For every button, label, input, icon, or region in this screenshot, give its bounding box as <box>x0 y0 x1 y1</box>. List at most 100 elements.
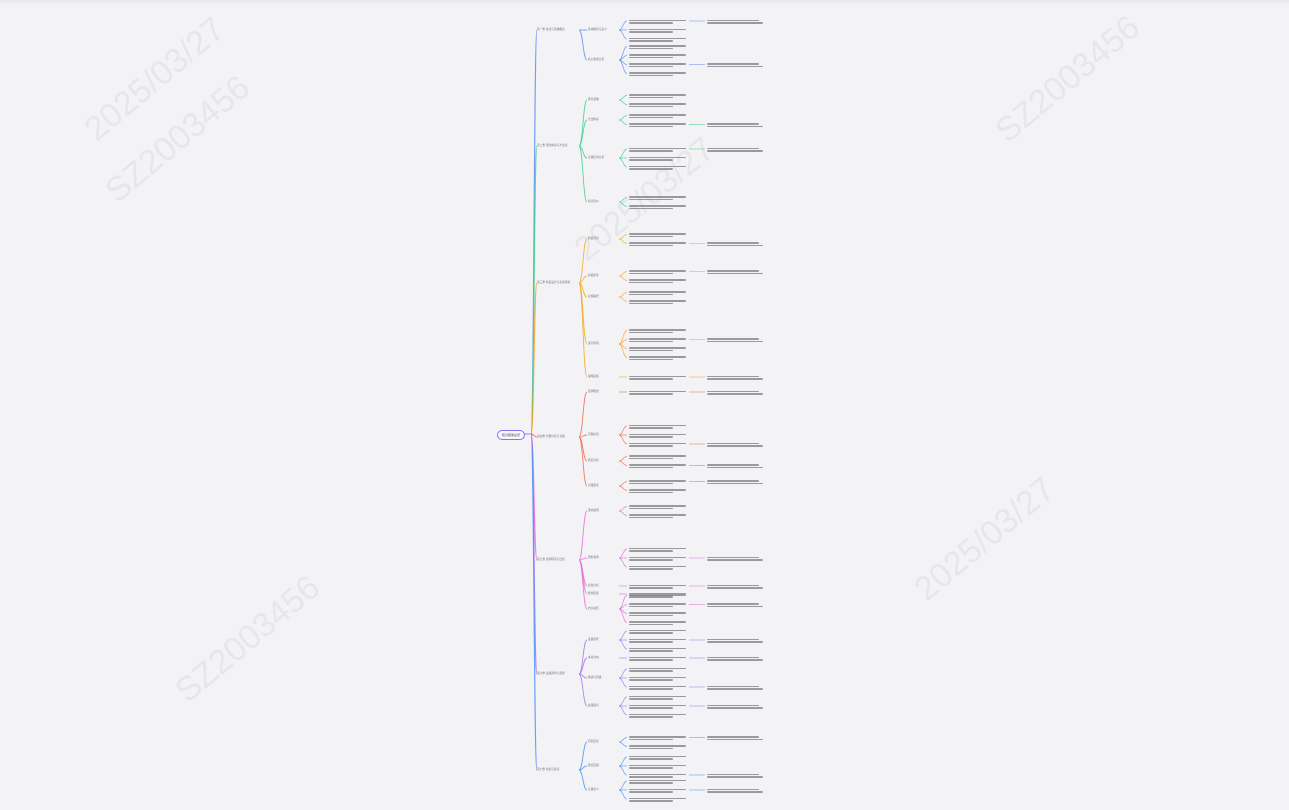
sub-branch-node[interactable]: 研究结论 <box>588 740 618 743</box>
detail-node[interactable] <box>707 685 767 691</box>
leaf-node[interactable] <box>629 565 687 571</box>
root-node[interactable]: 知识框架总览 <box>497 430 525 440</box>
detail-node[interactable] <box>707 63 767 69</box>
leaf-node[interactable] <box>629 375 687 381</box>
leaf-node[interactable] <box>629 594 687 600</box>
sub-branch-node[interactable]: 综合评价 <box>588 200 618 203</box>
leaf-node[interactable] <box>629 433 687 439</box>
sub-branch-node[interactable]: 实施路径 <box>588 295 618 298</box>
leaf-node[interactable] <box>629 685 687 691</box>
leaf-node[interactable] <box>629 480 687 486</box>
leaf-node[interactable] <box>629 329 687 335</box>
leaf-node[interactable] <box>629 647 687 653</box>
leaf-node[interactable] <box>629 347 687 353</box>
branch-node[interactable]: 第七章 总结与结论 <box>537 768 581 771</box>
leaf-node[interactable] <box>629 242 687 248</box>
branch-node[interactable]: 第六章 发展趋势与展望 <box>537 672 581 675</box>
leaf-node[interactable] <box>629 656 687 662</box>
branch-node[interactable]: 第一章 总论与基础概念 <box>537 28 581 31</box>
detail-node[interactable] <box>707 19 767 25</box>
leaf-node[interactable] <box>629 114 687 120</box>
sub-branch-node[interactable]: 比较分析 <box>588 584 618 587</box>
detail-node[interactable] <box>707 773 767 779</box>
leaf-node[interactable] <box>629 390 687 396</box>
leaf-node[interactable] <box>629 773 687 779</box>
leaf-node[interactable] <box>629 291 687 297</box>
leaf-node[interactable] <box>629 45 687 51</box>
leaf-node[interactable] <box>629 300 687 306</box>
detail-node[interactable] <box>707 480 767 486</box>
leaf-node[interactable] <box>629 19 687 25</box>
detail-node[interactable] <box>707 442 767 448</box>
leaf-node[interactable] <box>629 156 687 162</box>
sub-branch-node[interactable]: 经验借鉴 <box>588 592 618 595</box>
leaf-node[interactable] <box>629 638 687 644</box>
sub-branch-node[interactable]: 保障措施 <box>588 375 618 378</box>
sub-branch-node[interactable]: 问题识别 <box>588 433 618 436</box>
detail-node[interactable] <box>707 584 767 590</box>
leaf-node[interactable] <box>629 338 687 344</box>
sub-branch-node[interactable]: 未来方向 <box>588 656 618 659</box>
detail-node[interactable] <box>707 375 767 381</box>
leaf-node[interactable] <box>629 103 687 109</box>
leaf-node[interactable] <box>629 584 687 590</box>
detail-node[interactable] <box>707 242 767 248</box>
leaf-node[interactable] <box>629 442 687 448</box>
leaf-node[interactable] <box>629 736 687 742</box>
leaf-node[interactable] <box>629 270 687 276</box>
detail-node[interactable] <box>707 603 767 609</box>
detail-node[interactable] <box>707 638 767 644</box>
sub-branch-node[interactable]: 挑战与机遇 <box>588 676 618 679</box>
detail-node[interactable] <box>707 788 767 794</box>
leaf-node[interactable] <box>629 676 687 682</box>
leaf-node[interactable] <box>629 621 687 627</box>
leaf-node[interactable] <box>629 797 687 803</box>
sub-branch-node[interactable]: 方法体系 <box>588 118 618 121</box>
leaf-node[interactable] <box>629 514 687 520</box>
branch-node[interactable]: 第二章 理论体系与方法论 <box>537 144 581 147</box>
sub-branch-node[interactable]: 发展趋势 <box>588 638 618 641</box>
sub-branch-node[interactable]: 启示总结 <box>588 607 618 610</box>
leaf-node[interactable] <box>629 455 687 461</box>
sub-branch-node[interactable]: 运行机制 <box>588 342 618 345</box>
leaf-node[interactable] <box>629 72 687 78</box>
sub-branch-node[interactable]: 原因分析 <box>588 459 618 462</box>
detail-node[interactable] <box>707 704 767 710</box>
leaf-node[interactable] <box>629 629 687 635</box>
sub-branch-node[interactable]: 现状概述 <box>588 390 618 393</box>
leaf-node[interactable] <box>629 196 687 202</box>
leaf-node[interactable] <box>629 464 687 470</box>
leaf-node[interactable] <box>629 612 687 618</box>
detail-node[interactable] <box>707 464 767 470</box>
detail-node[interactable] <box>707 147 767 153</box>
leaf-node[interactable] <box>629 165 687 171</box>
sub-branch-node[interactable]: 实践应用分析 <box>588 156 618 159</box>
detail-node[interactable] <box>707 123 767 129</box>
detail-node[interactable] <box>707 270 767 276</box>
leaf-node[interactable] <box>629 424 687 430</box>
leaf-node[interactable] <box>629 603 687 609</box>
leaf-node[interactable] <box>629 94 687 100</box>
leaf-node[interactable] <box>629 123 687 129</box>
detail-node[interactable] <box>707 556 767 562</box>
sub-branch-node[interactable]: 政策建议 <box>588 704 618 707</box>
leaf-node[interactable] <box>629 505 687 511</box>
leaf-node[interactable] <box>629 356 687 362</box>
leaf-node[interactable] <box>629 788 687 794</box>
detail-node[interactable] <box>707 656 767 662</box>
branch-node[interactable]: 第五章 案例研究与比较 <box>537 558 581 561</box>
leaf-node[interactable] <box>629 764 687 770</box>
sub-branch-node[interactable]: 理论基础 <box>588 98 618 101</box>
leaf-node[interactable] <box>629 147 687 153</box>
sub-branch-node[interactable]: 核心要素分析 <box>588 58 618 61</box>
leaf-node[interactable] <box>629 54 687 60</box>
detail-node[interactable] <box>707 390 767 396</box>
leaf-node[interactable] <box>629 556 687 562</box>
branch-node[interactable]: 第三章 制度设计与实施机制 <box>537 281 581 284</box>
detail-node[interactable] <box>707 736 767 742</box>
sub-branch-node[interactable]: 制度背景 <box>588 237 618 240</box>
detail-node[interactable] <box>707 338 767 344</box>
sub-branch-node[interactable]: 实践意义 <box>588 788 618 791</box>
leaf-node[interactable] <box>629 489 687 495</box>
leaf-node[interactable] <box>629 745 687 751</box>
